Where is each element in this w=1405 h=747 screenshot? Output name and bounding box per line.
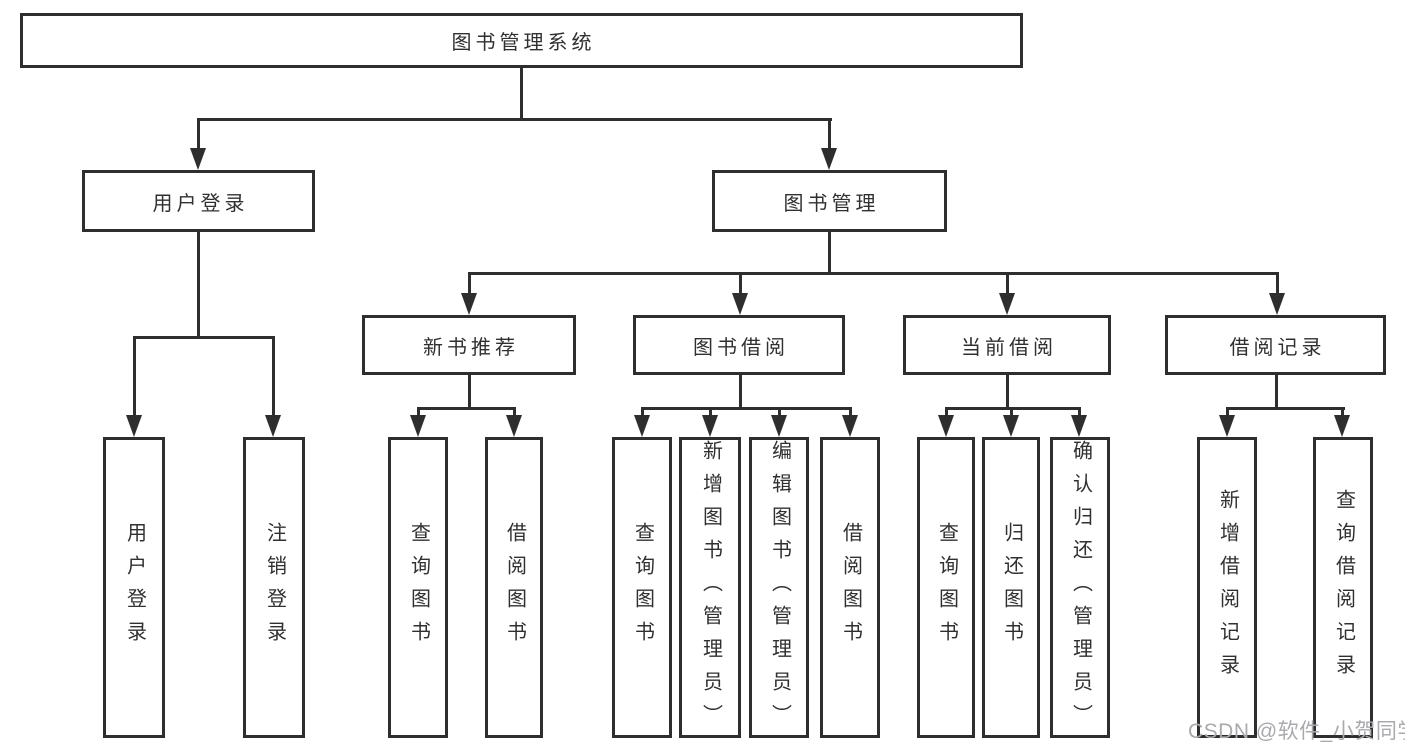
arrow-down-icon [938,415,954,437]
arrow-down-icon [1219,415,1235,437]
connector-user-login-bus [133,336,275,339]
leaf-confirm-return-admin-label: 确认归还（管理员） [1069,440,1092,737]
arrow-down-icon [771,415,787,437]
leaf-query-books-3-label: 查询图书 [935,521,958,654]
connector-drop [513,407,516,419]
connector-current-borrow-bus [945,407,1081,410]
leaf-query-books-3: 查询图书 [917,437,975,738]
node-book-borrow: 图书借阅 [633,315,845,375]
connector-drop [849,407,852,419]
connector-book-management-stem [828,232,831,272]
arrow-down-icon [821,148,837,170]
arrow-down-icon [126,415,142,437]
connector-new-book-recommend-stem [468,375,471,407]
connector-drop [1226,407,1229,419]
arrow-down-icon [1269,293,1285,315]
node-book-borrow-label: 图书借阅 [693,336,789,359]
connector-drop [641,407,644,419]
leaf-add-borrow-record-label: 新增借阅记录 [1216,488,1239,687]
connector-drop-book-borrow [739,272,742,297]
leaf-borrow-books-2: 借阅图书 [820,437,880,738]
leaf-return-book-label: 归还图书 [1000,521,1023,654]
node-user-login: 用户登录 [82,170,315,232]
connector-drop [417,407,420,419]
connector-drop-borrow-record [1276,272,1279,297]
arrow-down-icon [842,415,858,437]
leaf-logout-label: 注销登录 [263,521,286,654]
leaf-borrow-books-1-label: 借阅图书 [503,521,526,654]
leaf-query-books-1-label: 查询图书 [407,521,430,654]
node-current-borrow: 当前借阅 [903,315,1111,375]
leaf-query-borrow-record: 查询借阅记录 [1313,437,1373,738]
leaf-query-books-2: 查询图书 [612,437,672,738]
arrow-down-icon [265,415,281,437]
leaf-add-book-admin-label: 新增图书（管理员） [699,440,722,737]
connector-borrow-record-stem [1275,375,1278,407]
arrow-down-icon [1071,415,1087,437]
node-root-label: 图书管理系统 [451,32,596,54]
node-new-book-recommend-label: 新书推荐 [423,336,519,359]
node-book-management-label: 图书管理 [783,192,880,215]
arrow-down-icon [1003,415,1019,437]
arrow-down-icon [732,293,748,315]
node-borrow-record: 借阅记录 [1165,315,1386,375]
arrow-down-icon [410,415,426,437]
arrow-down-icon [702,415,718,437]
leaf-add-borrow-record: 新增借阅记录 [1197,437,1257,738]
leaf-logout: 注销登录 [243,437,305,738]
leaf-borrow-books-2-label: 借阅图书 [839,521,862,654]
leaf-borrow-books-1: 借阅图书 [485,437,543,738]
node-borrow-record-label: 借阅记录 [1229,336,1326,359]
arrow-down-icon [461,293,477,315]
connector-drop-leaf-logout [272,336,275,417]
node-current-borrow-label: 当前借阅 [961,336,1057,359]
connector-drop-leaf-user-login [133,336,136,417]
connector-drop-user-login [197,118,200,152]
leaf-user-login-label: 用户登录 [123,521,146,654]
connector-borrow-record-bus [1226,407,1345,410]
connector-drop-new-book-recommend [468,272,471,297]
connector-drop [1341,407,1344,419]
connector-root-stem [520,67,523,118]
connector-root-bus [197,118,832,121]
connector-drop [709,407,712,419]
node-user-login-label: 用户登录 [152,192,249,215]
connector-drop-current-borrow [1006,272,1009,297]
connector-current-borrow-stem [1006,375,1009,407]
node-root: 图书管理系统 [20,13,1023,68]
connector-book-borrow-bus [641,407,851,410]
connector-new-book-recommend-bus [417,407,516,410]
arrow-down-icon [999,293,1015,315]
connector-book-management-bus [468,272,1279,275]
leaf-confirm-return-admin: 确认归还（管理员） [1050,437,1110,738]
arrow-down-icon [634,415,650,437]
leaf-query-books-2-label: 查询图书 [631,521,654,654]
csdn-watermark: CSDN @软件_小贺同学 [1188,720,1405,743]
leaf-edit-book-admin: 编辑图书（管理员） [749,437,809,738]
arrow-down-icon [190,148,206,170]
connector-book-borrow-stem [739,375,742,407]
leaf-query-borrow-record-label: 查询借阅记录 [1332,488,1355,687]
leaf-add-book-admin: 新增图书（管理员） [679,437,741,738]
leaf-return-book: 归还图书 [982,437,1040,738]
leaf-edit-book-admin-label: 编辑图书（管理员） [768,440,791,737]
connector-drop [778,407,781,419]
connector-drop [945,407,948,419]
node-book-management: 图书管理 [712,170,947,232]
connector-drop [1010,407,1013,419]
connector-user-login-stem [197,232,200,336]
connector-drop-book-management [828,118,831,152]
leaf-query-books-1: 查询图书 [388,437,448,738]
node-new-book-recommend: 新书推荐 [362,315,576,375]
arrow-down-icon [1334,415,1350,437]
leaf-user-login: 用户登录 [103,437,165,738]
connector-drop [1078,407,1081,419]
arrow-down-icon [506,415,522,437]
